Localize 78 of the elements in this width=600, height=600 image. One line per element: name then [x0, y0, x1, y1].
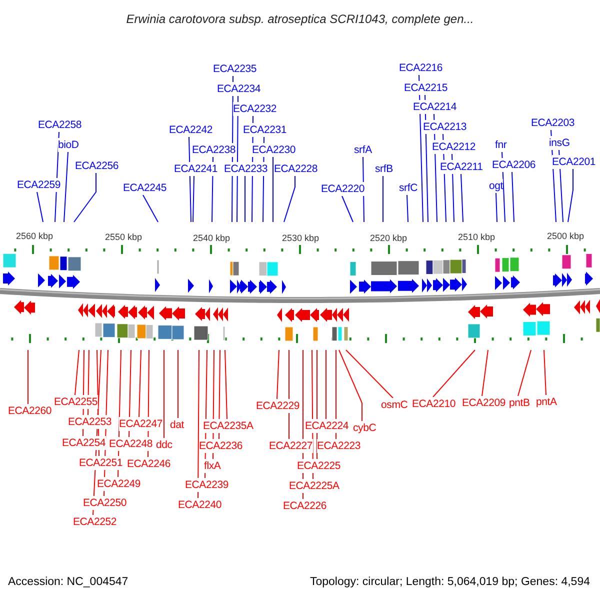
- leader-line: [568, 168, 574, 222]
- gene-label: ECA2229: [256, 399, 300, 413]
- footer-text: Topology: circular; Length: 5,064,019 bp; Genes: 4,594: [310, 575, 590, 589]
- leader-line: [432, 350, 476, 398]
- gene-label: ECA2225: [297, 459, 341, 473]
- gene-label: ECA2201: [552, 155, 596, 169]
- leader-line: [74, 172, 96, 222]
- leader-line: [138, 350, 142, 418]
- leader-line: [482, 350, 488, 396]
- gene-label: bioD: [58, 138, 79, 152]
- gene-label: ECA2224: [305, 419, 349, 433]
- scale-label: 2510 kbp: [458, 232, 496, 243]
- gene-label: ECA2248: [109, 437, 153, 451]
- gene-label: cybC: [353, 421, 376, 435]
- leader-line: [316, 350, 318, 460]
- leader-line: [198, 350, 200, 498]
- leader-line: [142, 194, 158, 222]
- gene-label: ECA2225A: [289, 479, 340, 493]
- gene-label: ECA2235A: [203, 419, 254, 433]
- leader-line: [74, 350, 80, 396]
- leader-line: [64, 152, 68, 222]
- leader-line: [544, 350, 546, 396]
- scale-label: 2560 kbp: [16, 231, 54, 242]
- footer-text: Accession: NC_004547: [8, 575, 128, 589]
- gene-label: ECA2245: [123, 181, 167, 195]
- gene-label: ECA2215: [404, 81, 448, 95]
- leader-line: [276, 350, 280, 400]
- scale-label: 2530 kbp: [282, 233, 320, 244]
- leader-line: [406, 194, 408, 222]
- leader-line: [460, 174, 464, 222]
- leader-line: [244, 176, 246, 222]
- gene-label: ECA2249: [97, 477, 141, 491]
- gene-label: ECA2251: [79, 456, 123, 470]
- gene-label: ogt: [489, 179, 503, 193]
- gene-label: ECA2206: [492, 158, 536, 172]
- gene-label: ECA2253: [68, 415, 112, 429]
- leader-line: [518, 350, 532, 396]
- leader-line: [36, 192, 44, 222]
- gene-label: flxA: [204, 459, 221, 473]
- gene-label: ECA2254: [62, 436, 106, 450]
- gene-label: ECA2250: [83, 496, 127, 510]
- map-title: Erwinia carotovora subsp. atroseptica SCRI1043, complete gen...: [125, 12, 475, 26]
- leader-line: [382, 176, 384, 222]
- gene-label: pntB: [509, 396, 530, 410]
- leader-line: [512, 172, 514, 222]
- gene-label: ECA2213: [423, 120, 467, 134]
- gene-label: ECA2214: [413, 100, 457, 114]
- scale-label: 2540 kbp: [193, 233, 230, 244]
- gene-label: ECA2212: [432, 140, 476, 154]
- gene-label: ECA2220: [321, 182, 365, 196]
- scale-label: 2550 kbp: [105, 232, 142, 243]
- gene-label: ECA2223: [317, 439, 361, 453]
- leader-line: [272, 156, 274, 222]
- leader-line: [192, 176, 194, 222]
- gene-label: ECA2227: [269, 439, 313, 453]
- gene-label: ECA2259: [17, 178, 61, 192]
- gene-label: ECA2211: [440, 160, 483, 174]
- leader-line: [342, 196, 354, 222]
- gene-label: ECA2247: [119, 417, 163, 431]
- gene-label: ECA2234: [217, 82, 261, 96]
- leader-line: [346, 350, 394, 398]
- leader-line: [284, 176, 296, 222]
- gene-label: ECA2230: [252, 143, 296, 157]
- gene-label: ECA2241: [174, 162, 218, 176]
- gene-label: ECA2238: [192, 143, 236, 157]
- leader-line: [338, 350, 362, 422]
- gene-label: ECA2236: [199, 439, 243, 453]
- leader-line: [496, 192, 498, 222]
- gene-label: ECA2231: [243, 123, 287, 137]
- scale-label: 2520 kbp: [370, 233, 408, 244]
- gene-label: ECA2255: [54, 395, 98, 409]
- gene-label: ECA2233: [224, 162, 268, 176]
- gene-label: insG: [549, 136, 570, 150]
- gene-label: ECA2232: [233, 102, 277, 116]
- gene-label: pntA: [536, 395, 557, 409]
- gene-label: ECA2239: [185, 478, 229, 492]
- leader-line: [224, 350, 228, 420]
- scale-label: 2500 kbp: [547, 231, 584, 242]
